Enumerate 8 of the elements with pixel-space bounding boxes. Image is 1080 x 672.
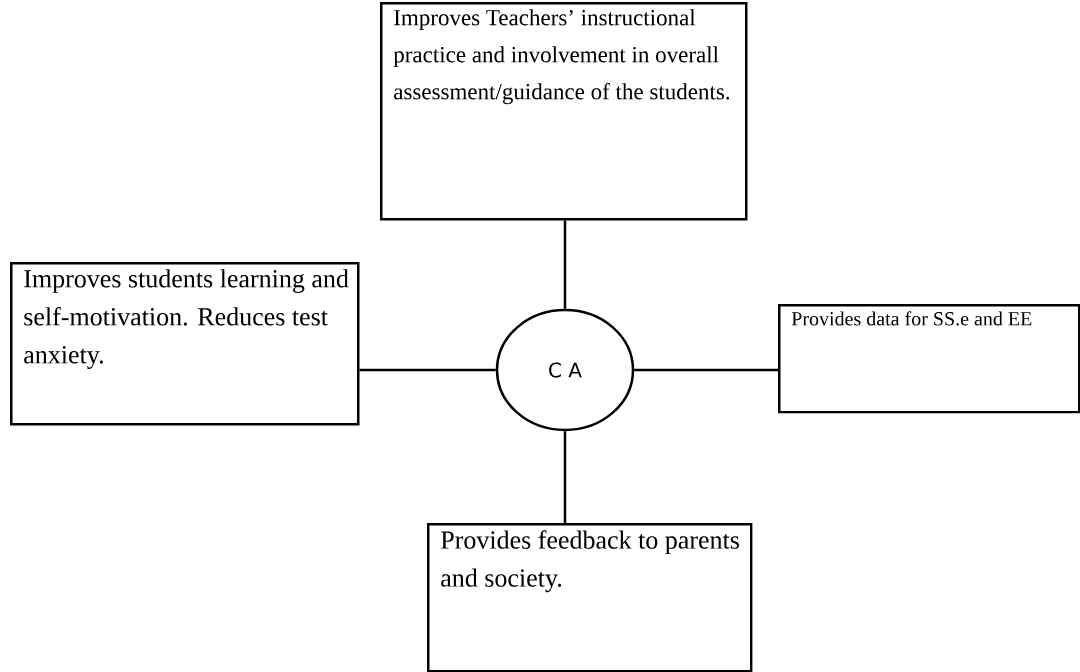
text-box: Improves Teachers’ instructional practice and involvement in overall assessment/guidance of the students. — [380, 2, 748, 221]
connector-line — [563, 431, 567, 523]
text-box: Improves students learning and self-motivation. Reduces test anxiety. — [10, 262, 360, 426]
connector-line — [359, 368, 496, 372]
text-box: Provides data for SS.e and EE — [778, 304, 1080, 414]
text-box: Provides feedback to parents and society. — [427, 523, 753, 672]
connector-line — [563, 220, 567, 309]
connector-line — [634, 368, 778, 372]
